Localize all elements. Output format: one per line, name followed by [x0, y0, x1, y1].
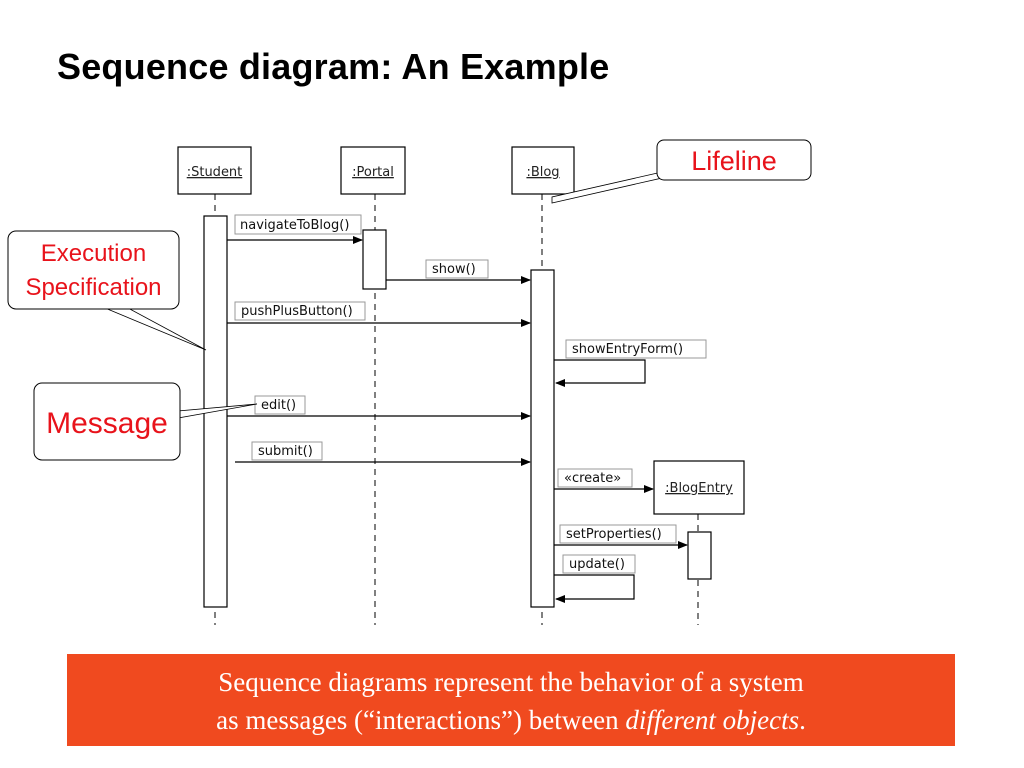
page-title: Sequence diagram: An Example: [57, 46, 610, 87]
message-label: pushPlusButton(): [241, 304, 353, 319]
message-label: show(): [432, 262, 476, 277]
callout-lifeline: Lifeline: [551, 139, 812, 204]
message-navigate-to-blog: navigateToBlog(): [227, 214, 363, 244]
message-label-box: [559, 524, 677, 544]
message-label-box: [557, 468, 633, 488]
summary-line-1: Sequence diagrams represent the behavior…: [218, 667, 804, 697]
message-show-entry-form: showEntryForm(): [554, 339, 707, 387]
lifeline-blogentry: :BlogEntry: [653, 460, 745, 625]
message-label: «create»: [564, 471, 621, 486]
message-set-properties: setProperties(): [554, 524, 688, 549]
summary-emphasis: different objects: [625, 705, 800, 735]
callout-label: Lifeline: [691, 146, 777, 176]
callout-label-line1: Execution: [41, 240, 146, 267]
message-push-plus-button: pushPlusButton(): [227, 301, 531, 327]
callout-execution-specification: Execution Specification: [7, 230, 207, 351]
message-label-box: [254, 395, 306, 415]
message-label: edit(): [261, 398, 296, 413]
message-label-box: [251, 441, 323, 461]
message-label-box: [234, 214, 362, 235]
callout-pointer: [104, 307, 207, 351]
execution-spec-portal: [362, 229, 387, 290]
message-label-box: [234, 301, 366, 321]
lifeline-label-student: :Student: [187, 165, 243, 180]
callout-label: Message: [46, 407, 168, 440]
message-label-box: [425, 259, 489, 279]
summary-line-2-prefix: as messages (“interactions”) between: [216, 705, 626, 735]
message-label: setProperties(): [566, 527, 662, 542]
message-label-box: [565, 339, 707, 359]
message-label: update(): [569, 557, 625, 572]
message-arrow: [554, 574, 635, 603]
lifeline-head-portal: [340, 146, 406, 195]
lifeline-label-blogentry: :BlogEntry: [665, 481, 733, 496]
lifeline-head-blog: [511, 146, 575, 195]
message-label-box: [562, 554, 636, 574]
callout-message: Message: [33, 382, 258, 461]
message-edit: edit(): [227, 395, 531, 420]
message-update: update(): [554, 554, 636, 603]
lifeline-head-blogentry: [653, 460, 745, 515]
sequence-diagram: :Student :Portal :Blog :BlogEntry naviga…: [7, 139, 812, 625]
message-show: show(): [386, 259, 531, 284]
callout-box: [656, 139, 812, 181]
lifeline-label-portal: :Portal: [352, 165, 394, 180]
summary-line-2: as messages (“interactions”) between dif…: [67, 701, 955, 739]
lifeline-head-student: [177, 146, 252, 195]
message-label: navigateToBlog(): [240, 218, 349, 233]
lifeline-blog: :Blog: [511, 146, 575, 625]
message-arrow: [554, 359, 646, 387]
message-create: «create»: [554, 468, 654, 493]
message-label: showEntryForm(): [572, 342, 683, 357]
callout-label-line2: Specification: [25, 274, 161, 301]
execution-spec-blog: [530, 269, 555, 608]
lifeline-label-blog: :Blog: [526, 165, 559, 180]
callout-box: [33, 382, 181, 461]
message-label: submit(): [258, 444, 313, 459]
summary-line-2-suffix: .: [799, 705, 806, 735]
summary-banner: Sequence diagrams represent the behavior…: [67, 654, 955, 746]
execution-spec-blogentry: [687, 531, 712, 580]
message-submit: submit(): [235, 441, 531, 466]
callout-box: [7, 230, 180, 310]
